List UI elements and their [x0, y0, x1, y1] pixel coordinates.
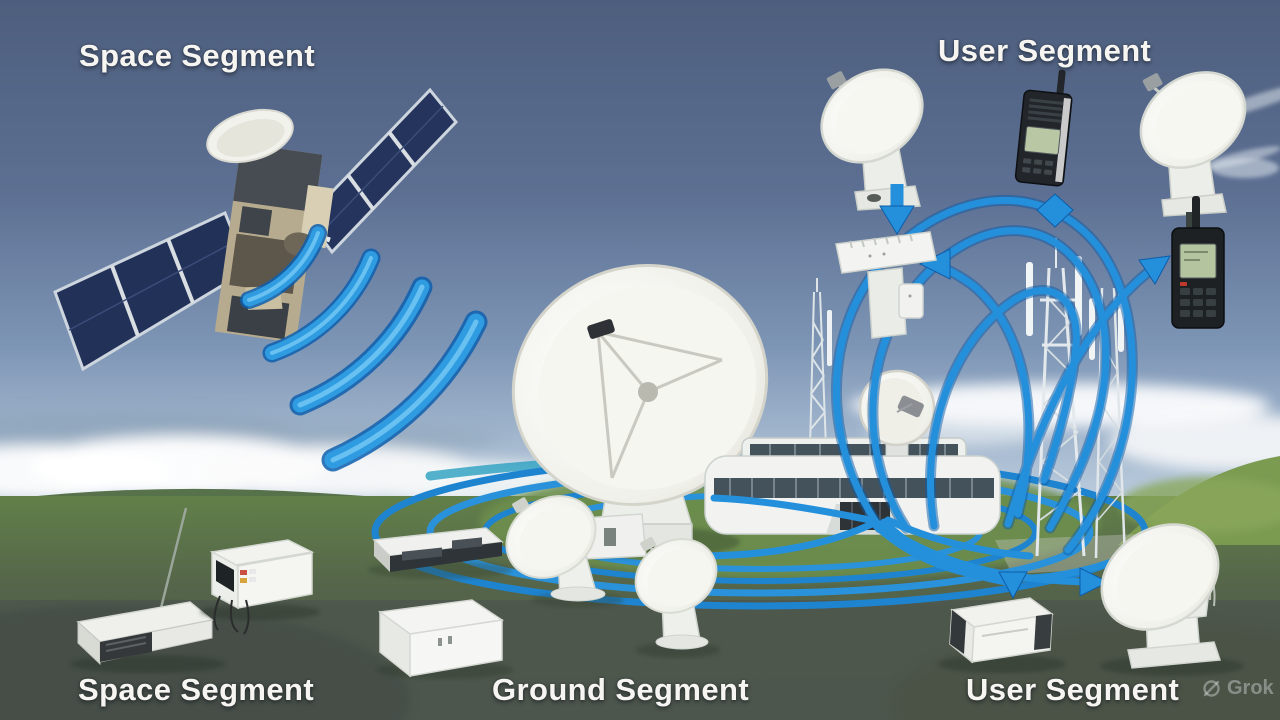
satellite-dish	[206, 108, 294, 164]
label-space-segment-top: Space Segment	[79, 38, 316, 73]
satellite-phone	[1014, 69, 1073, 187]
large-ground-dish	[511, 264, 769, 561]
equipment-box	[377, 599, 513, 679]
signal-loops	[692, 194, 1171, 600]
right-arrow-2-icon	[1079, 567, 1110, 597]
grok-watermark: Grok	[1202, 677, 1274, 700]
label-ground-segment: Ground Segment	[492, 672, 750, 707]
right-arrow-icon	[1138, 255, 1171, 285]
grok-logo-icon	[1203, 680, 1220, 697]
rack-receiver	[368, 527, 512, 579]
satellite-signal-waves	[240, 224, 488, 472]
label-space-segment-bottom: Space Segment	[78, 672, 315, 707]
feed-horn-device	[835, 231, 937, 339]
user-dish-left	[820, 68, 924, 211]
ground-dish-a	[505, 495, 624, 608]
user-equipment-box	[938, 597, 1066, 673]
satellite-body	[214, 143, 334, 343]
grok-watermark-text: Grok	[1227, 677, 1274, 699]
instrument-box	[200, 539, 320, 635]
flat-transmitter-box	[70, 507, 226, 673]
label-user-segment-top: User Segment	[938, 33, 1152, 68]
diamond-arrow-icon	[1036, 193, 1074, 228]
satellite	[53, 87, 458, 372]
down-arrow-2-icon	[998, 571, 1028, 600]
user-dish-right	[1139, 71, 1247, 230]
antenna-mast	[809, 278, 832, 449]
ground-dish-b	[634, 536, 720, 658]
user-dish-bottom	[1100, 523, 1244, 676]
handheld-radio	[1171, 196, 1225, 329]
label-user-segment-bottom: User Segment	[966, 672, 1180, 707]
down-arrow-icon	[879, 184, 915, 235]
